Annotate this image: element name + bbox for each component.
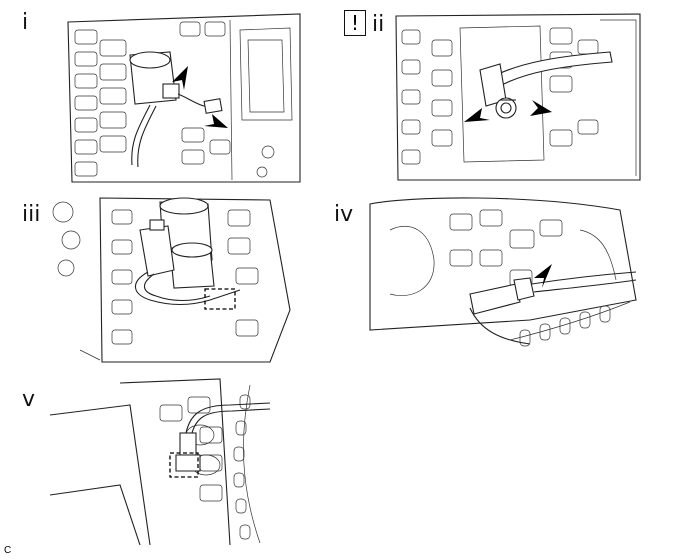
step-v-panel: v [0,375,320,545]
highlight-box-icon [169,452,199,478]
pointer-arrow-icon [530,100,552,116]
step-i-panel: i [0,0,320,185]
step-iii-panel: iii [0,190,320,370]
pointer-arrow-icon [534,264,552,288]
step-ii-panel: ! ii [340,0,688,185]
valve-body-illustration [52,197,291,363]
step-iv-panel: iv [330,190,688,370]
pointer-arrow-icon [204,114,228,128]
step-label-v: v [22,387,36,412]
step-label-ii: ii [372,12,385,37]
valve-body-illustration [369,197,637,347]
highlight-box-icon [204,288,236,310]
step-label-iii: iii [22,202,41,227]
valve-body-illustration [49,378,271,545]
valve-body-illustration [395,13,641,181]
caution-icon: ! [344,10,366,36]
figure-code: C [4,545,12,556]
pointer-arrow-icon [172,66,188,90]
step-label-i: i [22,10,29,35]
step-label-iv: iv [334,202,354,227]
pointer-arrow-icon [464,108,490,122]
valve-body-illustration [67,13,301,183]
